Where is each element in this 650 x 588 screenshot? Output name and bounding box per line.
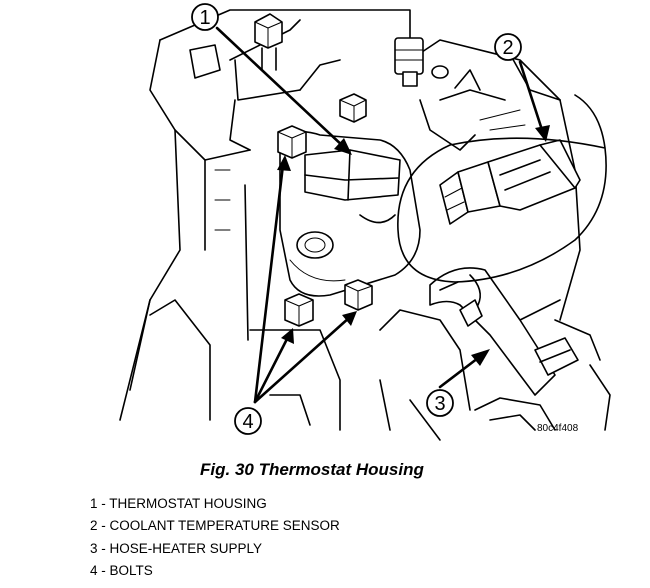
callout-2: 2: [494, 33, 522, 61]
rear-connector: [394, 37, 449, 87]
callout-4: 4: [234, 407, 262, 435]
legend-item-bolts: 4 - BOLTS: [90, 562, 153, 578]
legend-item-thermostat-housing: 1 - THERMOSTAT HOUSING: [90, 496, 267, 511]
figure-caption: Fig. 30 Thermostat Housing: [200, 460, 424, 479]
thermostat-housing: [279, 130, 421, 297]
callout-3-number: 3: [434, 393, 445, 415]
callout-4-number: 4: [242, 411, 253, 433]
sensor-highlight-circle: [397, 94, 607, 283]
legend-item-coolant-temperature-sensor: 2 - COOLANT TEMPERATURE SENSOR: [90, 518, 340, 534]
legend-list: 1 - THERMOSTAT HOUSING 2 - COOLANT TEMPE…: [90, 493, 340, 582]
leader-arrows: [215, 26, 550, 404]
housing-bolts: [277, 125, 373, 327]
callout-3: 3: [426, 389, 454, 417]
callout-1-number: 1: [199, 7, 210, 29]
callout-1: 1: [191, 3, 219, 31]
coolant-temperature-sensor: [439, 139, 581, 225]
heater-supply-hose: [429, 267, 579, 396]
thermostat-housing-illustration: 1 2 3 4 80c4f408: [119, 3, 611, 441]
legend-item-hose-heater-supply: 3 - HOSE-HEATER SUPPLY: [90, 540, 263, 556]
upper-stud-bolts: [254, 13, 367, 123]
callout-2-number: 2: [502, 37, 513, 59]
figure-reference-code: 80c4f408: [537, 423, 579, 434]
